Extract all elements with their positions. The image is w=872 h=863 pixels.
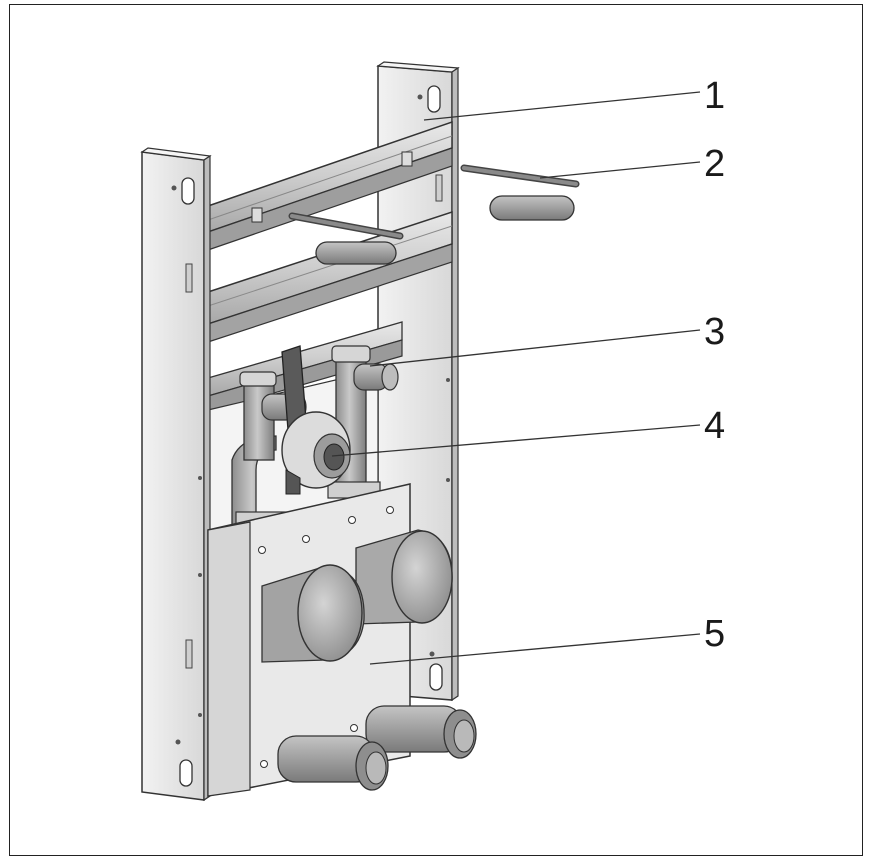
callout-3: 3: [704, 311, 725, 353]
callout-2: 2: [704, 143, 725, 185]
leader-1: [423, 91, 701, 121]
anchor-bolt-inner: [288, 212, 404, 265]
callout-labels: 1 2 3 4 5: [704, 75, 725, 655]
left-post: [140, 147, 212, 802]
drain-connection: [281, 345, 351, 495]
leader-3: [369, 329, 701, 367]
callout-4: 4: [704, 405, 725, 447]
leader-4: [331, 424, 701, 457]
anchor-bolt-outer: [460, 164, 580, 221]
callout-5: 5: [704, 613, 725, 655]
leader-5: [369, 633, 701, 665]
callout-1: 1: [704, 75, 725, 117]
leader-lines: [331, 91, 701, 665]
tank-housing: [207, 483, 477, 797]
leader-2: [539, 161, 701, 179]
